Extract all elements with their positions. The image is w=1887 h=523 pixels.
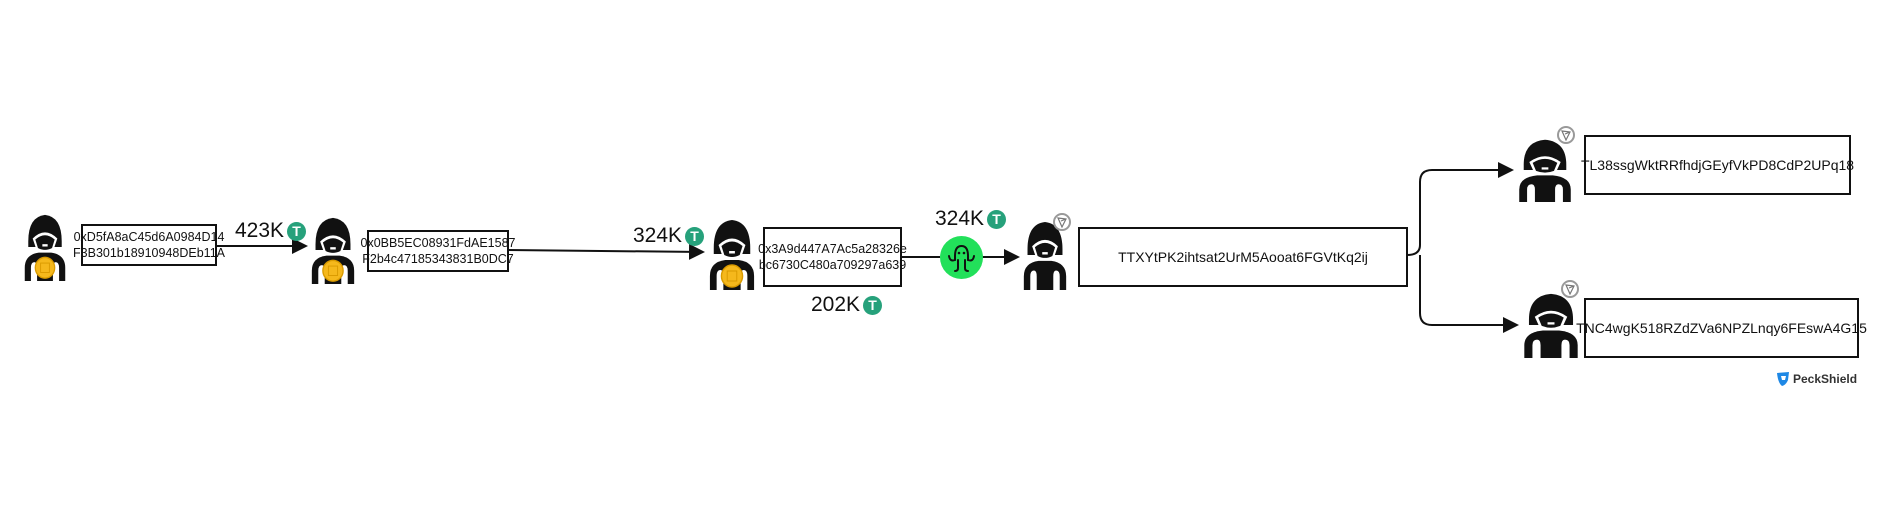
amount-text: 324K bbox=[935, 207, 985, 230]
address-box: TNC4wgK518RZdZVa6NPZLnqy6FEswA4G15 bbox=[1576, 298, 1867, 358]
tether-icon: T bbox=[863, 295, 883, 315]
hacker-icon bbox=[708, 218, 756, 290]
address-box: 0x0BB5EC08931FdAE1587 F2b4c47185343831B0… bbox=[361, 230, 516, 272]
address-text: 0x3A9d447A7Ac5a28326e bc6730C480a709297a… bbox=[758, 242, 907, 272]
peckshield-logo: PeckShield bbox=[1776, 371, 1857, 387]
tron-badge-icon bbox=[1557, 126, 1575, 144]
tether-icon: T bbox=[987, 209, 1007, 229]
tron-badge-icon bbox=[1561, 280, 1579, 298]
tron-badge-icon bbox=[1053, 213, 1071, 231]
address-box: TTXYtPK2ihtsat2UrM5Aooat6FGVtKq2ij bbox=[1078, 227, 1408, 287]
hacker-icon bbox=[1522, 292, 1580, 358]
address-text: TTXYtPK2ihtsat2UrM5Aooat6FGVtKq2ij bbox=[1118, 249, 1368, 265]
octopus-icon bbox=[940, 236, 983, 279]
logo-text: PeckShield bbox=[1793, 372, 1858, 386]
amount-text: 324K bbox=[633, 224, 683, 247]
amount-text: 423K bbox=[235, 219, 285, 242]
address-text: 0x0BB5EC08931FdAE1587 F2b4c47185343831B0… bbox=[360, 236, 516, 266]
address-text: TL38ssgWktRRfhdjGEyfVkPD8CdP2UPq18 bbox=[1580, 157, 1855, 173]
amount-text: 202K bbox=[811, 293, 861, 316]
hacker-icon bbox=[1517, 138, 1573, 202]
address-box: TL38ssgWktRRfhdjGEyfVkPD8CdP2UPq18 bbox=[1580, 135, 1855, 195]
tether-icon: T bbox=[287, 221, 307, 241]
address-box: 0x3A9d447A7Ac5a28326e bc6730C480a709297a… bbox=[758, 227, 907, 287]
hacker-icon bbox=[23, 213, 67, 281]
address-box: 0xD5fA8aC45d6A0984D14 F3B301b18910948DEb… bbox=[73, 224, 225, 266]
hacker-icon bbox=[310, 216, 356, 284]
hacker-icon bbox=[1022, 220, 1068, 290]
tether-icon: T bbox=[685, 226, 705, 246]
address-text: TNC4wgK518RZdZVa6NPZLnqy6FEswA4G15 bbox=[1576, 320, 1867, 336]
address-text: 0xD5fA8aC45d6A0984D14 F3B301b18910948DEb… bbox=[73, 230, 225, 260]
